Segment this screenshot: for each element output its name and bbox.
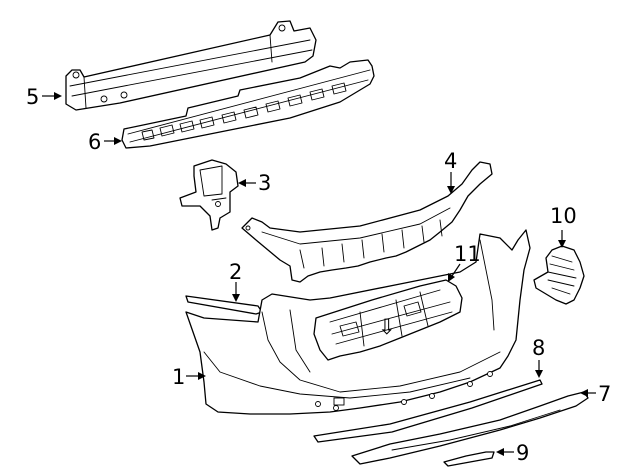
part-upper-support[interactable] [241,161,493,283]
callout-2[interactable]: 2 [229,260,242,302]
part-side-deflector[interactable] [533,245,585,305]
callout-label-9: 9 [516,441,529,465]
part-reflector-trim[interactable] [443,451,495,467]
callout-7[interactable]: 7 [580,382,611,406]
callout-label-3: 3 [258,171,271,195]
callout-10[interactable]: 10 [550,204,577,248]
callout-9[interactable]: 9 [496,441,529,465]
callout-label-8: 8 [532,336,545,360]
callout-6[interactable]: 6 [88,130,122,154]
callout-label-7: 7 [598,382,611,406]
tray-arrow-symbol: ⇩ [378,315,396,339]
part-lower-molding[interactable] [313,379,543,443]
callout-label-1: 1 [172,365,185,389]
callout-8[interactable]: 8 [532,336,545,378]
part-energy-absorber[interactable] [121,59,375,149]
callout-label-2: 2 [229,260,242,284]
callout-5[interactable]: 5 [26,85,62,109]
part-bracket[interactable] [179,159,239,231]
callout-label-6: 6 [88,130,101,154]
callout-1[interactable]: 1 [172,365,206,389]
part-diffuser-trim[interactable] [351,391,589,465]
callout-label-5: 5 [26,85,39,109]
part-reinforcement-bar[interactable] [65,20,317,111]
callout-label-11: 11 [454,242,481,266]
callout-3[interactable]: 3 [238,171,271,195]
callout-4[interactable]: 4 [444,149,457,194]
callout-label-10: 10 [550,204,577,228]
callout-label-4: 4 [444,149,457,173]
callout-11[interactable]: 11 [448,242,481,282]
part-trim-strip[interactable] [185,295,263,315]
part-step-tray[interactable]: ⇩ [313,279,463,361]
